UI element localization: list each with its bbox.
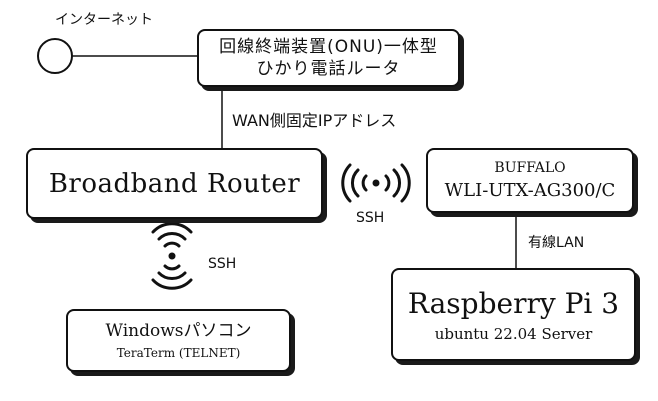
onu-line2: ひかり電話ルータ [256, 59, 401, 79]
buffalo-box: BUFFALO WLI-UTX-AG300/C [426, 148, 634, 213]
internet-node [37, 38, 73, 74]
wired-lan-label: 有線LAN [528, 235, 585, 251]
pc-line2: TeraTerm (TELNET) [116, 345, 241, 360]
windows-pc-box: Windowsパソコン TeraTerm (TELNET) [66, 309, 291, 372]
router-label: Broadband Router [48, 168, 301, 199]
buffalo-line2: WLI-UTX-AG300/C [444, 179, 616, 201]
wireless-icon-vertical [151, 222, 193, 290]
internet-label: インターネット [55, 12, 153, 28]
pc-line1: Windowsパソコン [105, 320, 252, 341]
ssh-label-router-pc: SSH [208, 256, 237, 272]
onu-line1: 回線終端装置(ONU)一体型 [219, 37, 438, 57]
ssh-label-router-buffalo: SSH [356, 210, 385, 226]
onu-box: 回線終端装置(ONU)一体型 ひかり電話ルータ [197, 29, 460, 87]
wireless-icon-horizontal [341, 163, 411, 203]
broadband-router-box: Broadband Router [26, 148, 323, 219]
rpi-line1: Raspberry Pi 3 [407, 286, 620, 320]
raspberry-pi-box: Raspberry Pi 3 ubuntu 22.04 Server [391, 268, 636, 361]
rpi-line2: ubuntu 22.04 Server [434, 324, 593, 343]
wan-ip-label: WAN側固定IPアドレス [232, 111, 397, 130]
buffalo-line1: BUFFALO [494, 159, 566, 176]
